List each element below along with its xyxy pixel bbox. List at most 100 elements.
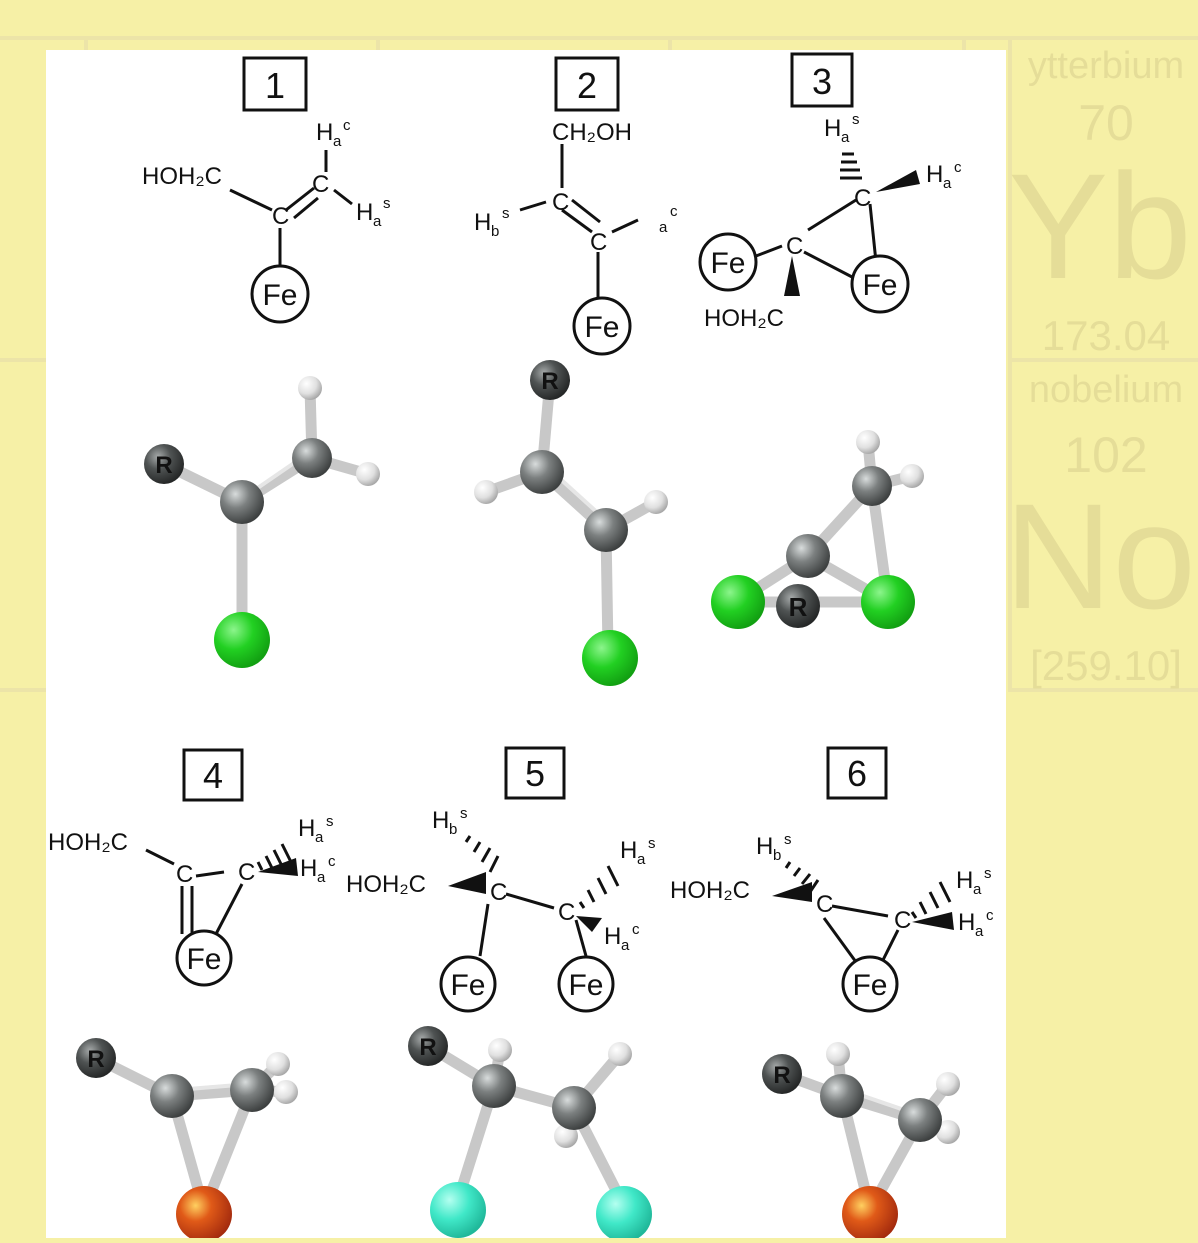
group-label: HOH₂C <box>704 305 784 332</box>
structure-6: 6 H b s HOH₂C C C <box>670 746 994 1242</box>
structure-number: 4 <box>203 755 223 796</box>
structure-number-box: 4 <box>182 748 244 802</box>
r-label: R <box>87 1046 104 1073</box>
iron-atom <box>861 575 915 629</box>
r-group-atom <box>762 1054 802 1094</box>
figure-panel: 1 HOH₂C C C H a c H a s Fe <box>46 50 1006 1242</box>
carbon-label: C <box>786 233 803 260</box>
structure-number-box: 5 <box>504 746 566 800</box>
hydrogen-label: H <box>432 807 449 834</box>
carbon-atom <box>150 1074 194 1118</box>
group-label: HOH₂C <box>142 163 222 190</box>
ball-and-stick-model: R <box>408 1026 652 1242</box>
element-mass: [259.10] <box>1030 642 1182 689</box>
superscript: s <box>852 111 860 128</box>
carbon-atom <box>820 1074 864 1118</box>
r-group-atom <box>776 584 820 628</box>
structure-number-box: 3 <box>790 52 854 108</box>
ball-and-stick-model: R <box>76 1038 298 1242</box>
subscript: a <box>315 829 324 846</box>
hydrogen-label: H <box>316 119 333 146</box>
element-mass: 173.04 <box>1042 312 1170 359</box>
carbon-label: C <box>552 189 569 216</box>
r-label: R <box>419 1034 436 1061</box>
hydrogen-atom <box>856 430 880 454</box>
superscript: s <box>648 835 656 852</box>
hydrogen-label: H <box>356 199 373 226</box>
structure-number: 1 <box>265 65 285 106</box>
subscript: b <box>491 223 499 240</box>
carbon-atom <box>520 450 564 494</box>
subscript: a <box>637 851 646 868</box>
structures-figure: 1 HOH₂C C C H a c H a s Fe <box>48 52 994 1242</box>
wedge-bond <box>876 170 920 192</box>
superscript: c <box>670 203 678 220</box>
skeletal-formula: CH₂OH C C H b s a c Fe <box>474 119 678 356</box>
element-number: 70 <box>1078 95 1134 151</box>
subscript: a <box>841 129 850 146</box>
iron-label: Fe <box>584 311 619 344</box>
skeletal-formula: HOH₂C C C H a c H a s Fe <box>142 117 391 324</box>
structure-5: 5 H b s HOH₂C C C <box>346 746 656 1242</box>
wedge-bond <box>448 872 486 894</box>
iron-center: Fe <box>175 929 233 987</box>
iron-center: Fe <box>841 955 899 1013</box>
hydrogen-atom <box>554 1124 578 1148</box>
hashed-bond <box>578 865 620 909</box>
hydrogen-label: H <box>824 115 841 142</box>
carbon-label: C <box>558 899 575 926</box>
hydrogen-label: H <box>620 837 637 864</box>
hydrogen-atom <box>266 1052 290 1076</box>
structure-number-box: 6 <box>826 746 888 800</box>
iron-center: Fe <box>850 254 910 314</box>
ball-and-stick-model: R <box>762 1042 960 1242</box>
element-cell-ytterbium: ytterbium 70 Yb 173.04 <box>1008 45 1191 359</box>
carbon-atom <box>220 480 264 524</box>
iron-label: Fe <box>450 969 485 1002</box>
structure-number: 3 <box>812 61 832 102</box>
carbon-atom <box>852 466 892 506</box>
iron-atom <box>214 612 270 668</box>
subscript: a <box>659 219 668 236</box>
superscript: c <box>986 907 994 924</box>
iron-atom <box>711 575 765 629</box>
structure-number-box: 2 <box>554 56 620 112</box>
r-label: R <box>773 1062 790 1089</box>
carbon-label: C <box>854 185 871 212</box>
element-symbol: Yb <box>1008 142 1191 310</box>
iron-label: Fe <box>568 969 603 1002</box>
element-name: nobelium <box>1029 369 1183 411</box>
hashed-bond <box>256 843 294 871</box>
wedge-bond <box>576 916 602 932</box>
subscript: a <box>333 133 342 150</box>
subscript: a <box>317 869 326 886</box>
iron-label: Fe <box>262 279 297 312</box>
structure-2: 2 CH₂OH C C H b s a c Fe <box>474 56 678 686</box>
structure-number-box: 1 <box>242 56 308 112</box>
subscript: a <box>373 213 382 230</box>
superscript: s <box>460 805 468 822</box>
skeletal-formula: H b s HOH₂C C C H a s H a c Fe Fe <box>346 805 656 1013</box>
carbon-label: C <box>272 203 289 230</box>
element-name: ytterbium <box>1028 45 1184 87</box>
hydrogen-label: H <box>300 855 317 882</box>
hashed-bond <box>464 835 500 873</box>
hashed-bond <box>784 861 820 893</box>
hydrogen-label: H <box>604 923 621 950</box>
wedge-bond <box>258 858 298 876</box>
carbon-atom <box>292 438 332 478</box>
skeletal-formula: H b s HOH₂C C C H a s H a c Fe <box>670 831 994 1013</box>
structure-number: 6 <box>847 753 867 794</box>
hydrogen-label: H <box>956 867 973 894</box>
r-group-atom <box>408 1026 448 1066</box>
carbon-atom <box>786 534 830 578</box>
group-label: HOH₂C <box>48 829 128 856</box>
iron-atom <box>842 1186 898 1242</box>
structure-number: 2 <box>577 65 597 106</box>
hydrogen-atom <box>274 1080 298 1104</box>
group-label: HOH₂C <box>346 871 426 898</box>
carbon-label: C <box>894 907 911 934</box>
subscript: a <box>975 923 984 940</box>
carbon-label: C <box>312 171 329 198</box>
iron-center: Fe <box>557 955 615 1013</box>
